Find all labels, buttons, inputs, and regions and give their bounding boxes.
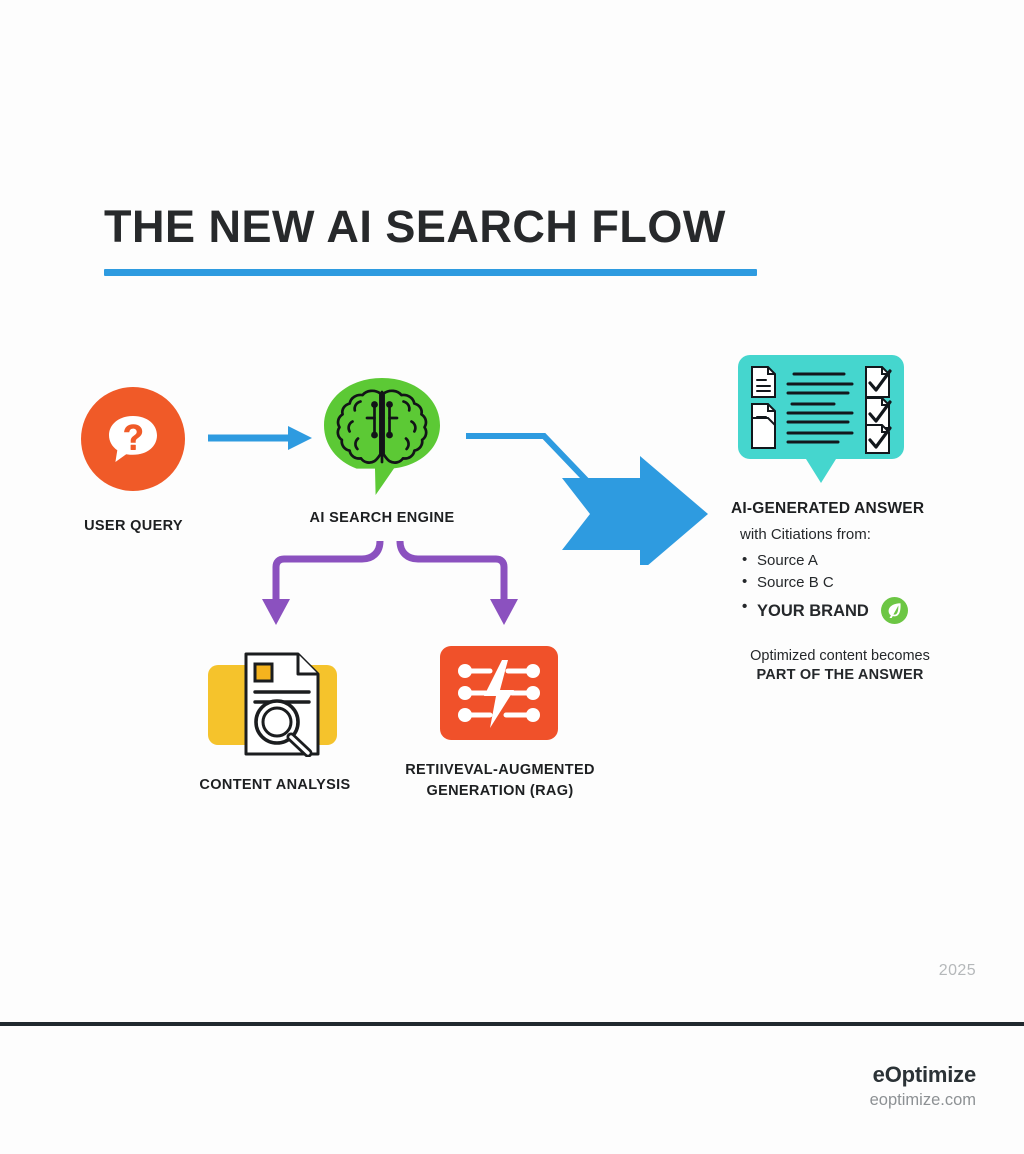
connector-engine-split	[252, 527, 528, 637]
lightning-network-icon	[440, 646, 558, 740]
page-title: THE NEW AI SEARCH FLOW	[104, 201, 726, 252]
connector-engine-to-answer	[440, 420, 730, 572]
year-stamp: 2025	[938, 962, 976, 979]
footer-url[interactable]: eoptimize.com	[869, 1091, 976, 1109]
answer-text-block: AI-GENERATED ANSWER with Citiations from…	[731, 500, 981, 625]
answer-subheading: with Citiations from:	[740, 526, 871, 543]
footer-brand-name: eOptimize	[872, 1062, 977, 1087]
question-speech-bubble-icon	[81, 387, 185, 491]
optimized-content-note: Optimized content becomes PART OF THE AN…	[715, 647, 965, 686]
optimized-note-line1: Optimized content becomes	[750, 648, 930, 664]
node-content-analysis	[205, 652, 340, 758]
node-ai-search-engine	[322, 376, 442, 498]
label-rag-line1: RETIIVEVAL-AUGMENTED	[405, 762, 595, 778]
green-leaf-badge-icon	[880, 597, 908, 625]
label-rag-line2: GENERATION (RAG)	[426, 783, 574, 800]
connector-query-to-engine	[208, 422, 318, 458]
answer-heading: AI-GENERATED ANSWER	[731, 500, 925, 517]
citation-label: Source B C	[757, 574, 834, 592]
label-content-analysis: CONTENT ANALYSIS	[199, 777, 351, 793]
optimized-note-line2: PART OF THE ANSWER	[756, 667, 924, 684]
footer-divider	[0, 1022, 1024, 1026]
list-item: Source A	[740, 549, 981, 572]
citation-list: Source A Source B C YOUR BRAND	[731, 549, 981, 625]
title-block: THE NEW AI SEARCH FLOW	[104, 201, 804, 277]
label-ai-search-engine: AI SEARCH ENGINE	[309, 510, 455, 526]
list-item: Source B C	[740, 571, 981, 594]
document-magnifier-icon	[208, 652, 337, 758]
list-item-your-brand: YOUR BRAND	[740, 596, 981, 625]
label-rag: RETIIVEVAL-AUGMENTED GENERATION (RAG)	[395, 760, 605, 802]
citation-label: Source A	[757, 552, 818, 569]
brain-speech-bubble-icon	[324, 378, 440, 495]
footer: eOptimize eoptimize.com	[869, 1062, 977, 1110]
node-answer-bubble	[738, 355, 904, 483]
title-underline-rule	[104, 269, 757, 277]
citation-label: YOUR BRAND	[757, 601, 869, 620]
answer-documents-checklist-bubble-icon	[738, 355, 904, 483]
label-user-query: USER QUERY	[84, 518, 183, 534]
node-rag	[440, 646, 558, 740]
node-user-query	[81, 387, 185, 491]
